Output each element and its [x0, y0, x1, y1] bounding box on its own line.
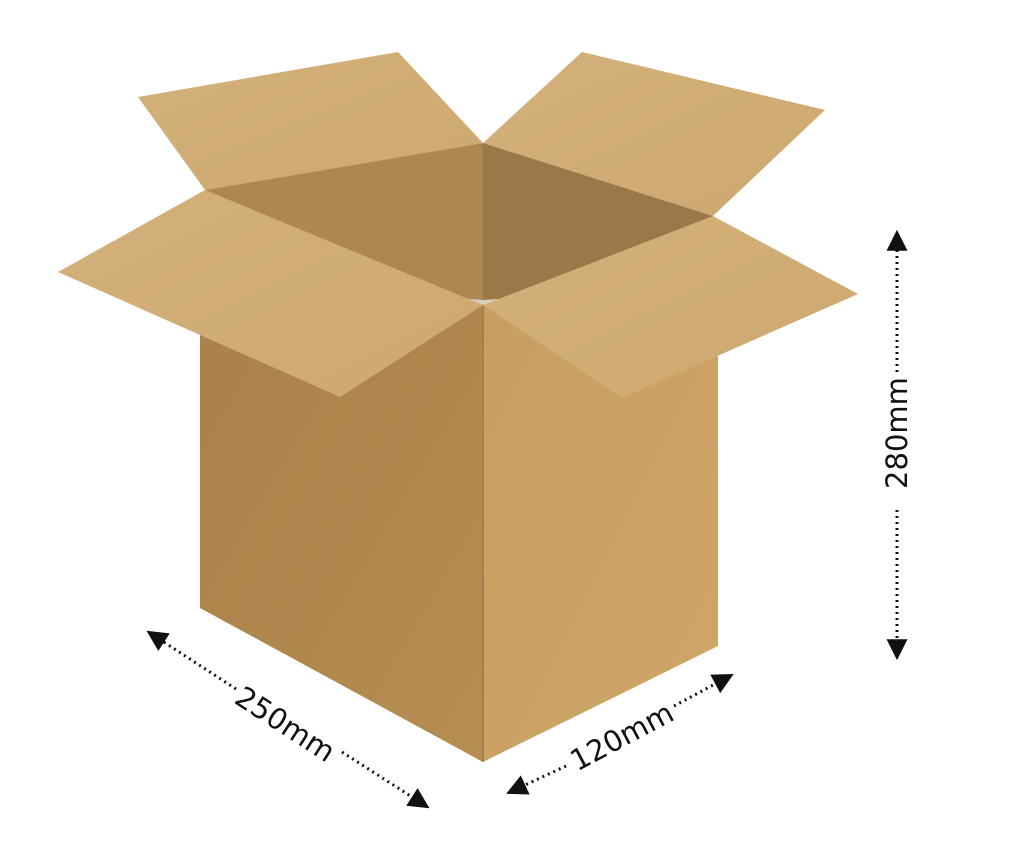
- box-front-face: [200, 280, 483, 762]
- back-right-flap: [483, 52, 825, 216]
- width-arrow-right: [673, 674, 734, 708]
- height-label: 280mm: [880, 377, 914, 489]
- length-arrow-right: [341, 750, 430, 809]
- length-label: 250mm: [229, 679, 341, 768]
- box-right-face: [483, 285, 718, 762]
- width-arrow-left: [506, 764, 567, 795]
- front-right-flap: [483, 216, 858, 398]
- back-left-flap: [138, 52, 483, 190]
- length-arrow-left: [146, 630, 237, 691]
- front-left-flap: [58, 190, 483, 397]
- height-dimension: 280mm: [880, 229, 914, 661]
